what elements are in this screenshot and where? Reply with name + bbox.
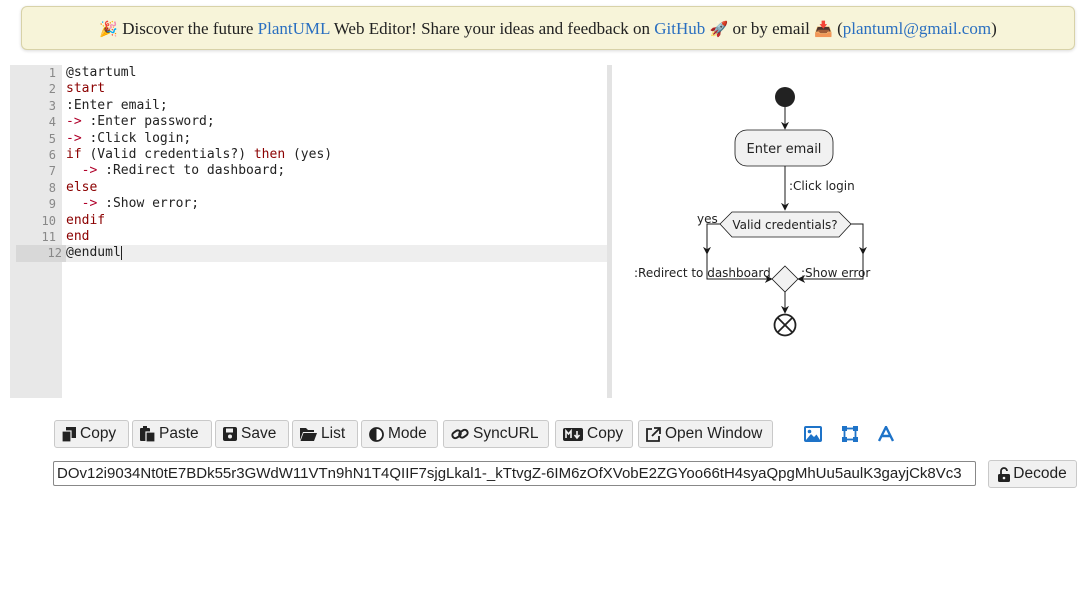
announcement-banner: 🎉 Discover the future PlantUML Web Edito… — [21, 6, 1075, 50]
decision-label: Valid credentials? — [732, 218, 837, 232]
code-line[interactable]: -> :Click login; — [66, 130, 192, 146]
markdown-icon — [563, 427, 583, 441]
line-number: 11 — [41, 230, 56, 244]
line-number-active: 12 — [16, 245, 68, 262]
code-line[interactable]: else — [66, 179, 98, 195]
decode-button[interactable]: Decode — [988, 460, 1077, 488]
code-line[interactable]: @startuml — [66, 65, 137, 80]
save-button-label: Save — [241, 425, 277, 442]
right-branch-label: :Show error — [801, 266, 870, 280]
left-branch-label: :Redirect to dashboard — [634, 266, 771, 280]
code-line[interactable]: -> :Redirect to dashboard; — [81, 163, 286, 179]
paste-icon — [140, 426, 155, 442]
png-export-button[interactable] — [801, 422, 825, 446]
party-popper-icon: 🎉 — [99, 22, 118, 38]
syncurl-button-label: SyncURL — [473, 425, 539, 442]
rocket-icon: 🚀 — [709, 22, 729, 38]
arrow-label: :Click login — [789, 179, 855, 193]
font-icon — [878, 426, 894, 442]
text-cursor — [120, 245, 122, 260]
banner-text-intro: Discover the future — [122, 19, 258, 38]
contrast-icon — [369, 426, 384, 442]
code-line[interactable]: if (Valid credentials?) then (yes) — [66, 147, 333, 162]
line-number: 4 — [48, 115, 56, 130]
paren-close: ) — [991, 19, 997, 38]
ascii-export-button[interactable] — [874, 422, 898, 446]
diagram-preview: Enter email :Click login Valid credentia… — [614, 65, 1080, 398]
activity-label: Enter email — [747, 142, 822, 157]
branch-yes-label: yes — [697, 212, 718, 226]
line-number: 3 — [48, 98, 56, 113]
svg-export-button[interactable] — [838, 422, 862, 446]
code-line-active[interactable]: @enduml — [66, 245, 607, 262]
activity-diagram: Enter email :Click login Valid credentia… — [634, 87, 870, 337]
copy-markdown-button[interactable]: Copy — [555, 420, 633, 448]
flow-arrow — [703, 223, 720, 255]
decode-button-label: Decode — [1013, 465, 1067, 482]
line-number: 6 — [48, 148, 56, 162]
paren-open: ( — [832, 19, 843, 38]
floppy-disk-icon — [223, 427, 237, 441]
pane-splitter[interactable] — [607, 65, 612, 398]
mode-button-label: Mode — [388, 425, 427, 442]
code-line-text: @enduml — [66, 245, 121, 261]
paste-button[interactable]: Paste — [132, 420, 212, 448]
list-button[interactable]: List — [292, 420, 358, 448]
image-icon — [804, 426, 822, 442]
folder-open-icon — [300, 428, 317, 441]
plantuml-link[interactable]: PlantUML — [257, 19, 330, 38]
line-number: 7 — [48, 164, 56, 179]
copy-button-label: Copy — [80, 425, 117, 442]
code-editor[interactable]: 1 2 3 4 5 6 7 8 9 10 11 12 @startuml sta… — [10, 65, 607, 398]
flow-arrow — [706, 254, 773, 283]
toolbar: Copy Paste Save List Mode SyncURL Copy O… — [54, 420, 1074, 448]
code-line[interactable]: -> :Show error; — [81, 196, 200, 212]
link-icon — [451, 428, 469, 440]
github-link[interactable]: GitHub — [654, 19, 706, 38]
external-link-icon — [646, 426, 661, 442]
open-window-button[interactable]: Open Window — [638, 420, 773, 448]
flow-arrow — [851, 223, 867, 255]
line-number: 8 — [48, 180, 56, 195]
mode-button[interactable]: Mode — [361, 420, 438, 448]
line-number: 5 — [48, 131, 56, 146]
banner-text-middle: Web Editor! Share your ideas and feedbac… — [329, 19, 655, 38]
syncurl-button[interactable]: SyncURL — [443, 420, 549, 448]
code-line[interactable]: -> :Enter password; — [66, 114, 215, 130]
code-line[interactable]: :Enter email; — [66, 97, 168, 113]
line-number: 10 — [41, 213, 56, 228]
code-line[interactable]: start — [66, 81, 106, 97]
email-link[interactable]: plantuml@gmail.com — [842, 19, 992, 38]
copy-markdown-button-label: Copy — [587, 425, 624, 442]
code-line[interactable]: end — [66, 229, 90, 244]
unlock-icon — [998, 466, 1011, 482]
code-line[interactable]: endif — [66, 212, 106, 228]
inbox-tray-icon: 📥 — [814, 22, 833, 38]
paste-button-label: Paste — [159, 425, 199, 442]
line-number-gutter: 1 2 3 4 5 6 7 8 9 10 11 12 — [10, 65, 68, 398]
merge-node — [771, 265, 799, 293]
encoded-url-input[interactable]: DOv12i9034Nt0tE7BDk55r3GWdW11VTn9hN1T4QI… — [53, 461, 976, 486]
list-button-label: List — [321, 425, 346, 442]
banner-text-email: or by email — [728, 19, 815, 38]
activity-box — [734, 129, 834, 167]
copy-icon — [62, 426, 76, 442]
vector-square-icon — [842, 426, 858, 442]
start-node — [775, 87, 795, 107]
line-number: 2 — [48, 82, 56, 97]
open-window-button-label: Open Window — [665, 425, 763, 442]
line-number: 9 — [48, 197, 56, 212]
flow-arrow — [797, 254, 864, 283]
save-button[interactable]: Save — [215, 420, 289, 448]
copy-button[interactable]: Copy — [54, 420, 129, 448]
line-number: 1 — [48, 66, 56, 80]
